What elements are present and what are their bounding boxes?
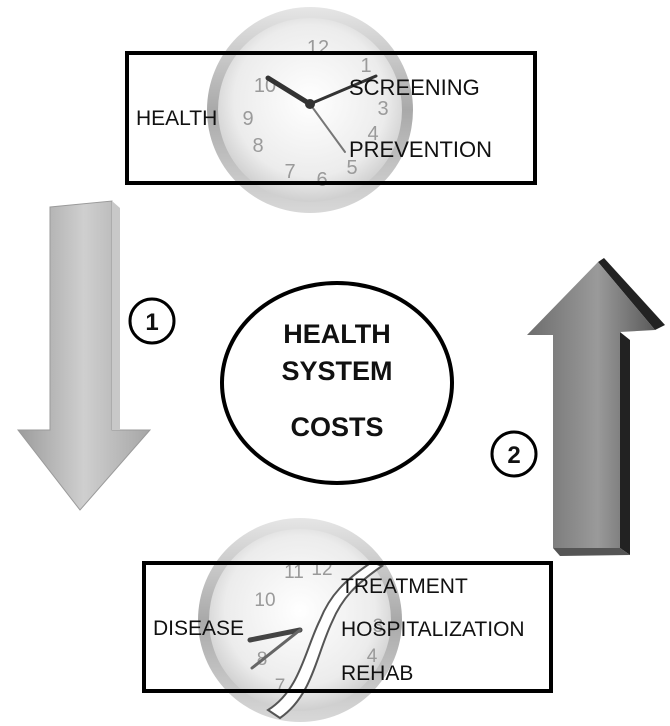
- svg-text:9: 9: [242, 108, 253, 130]
- center-line-3: COSTS: [290, 412, 383, 442]
- bottom-frame: [142, 561, 553, 693]
- top-frame: [125, 51, 537, 185]
- svg-text:5: 5: [346, 157, 357, 179]
- svg-text:7: 7: [275, 676, 286, 697]
- svg-text:3: 3: [377, 98, 388, 120]
- svg-text:6: 6: [316, 169, 327, 191]
- bottom-right-label-3: REHAB: [341, 662, 413, 685]
- svg-text:4: 4: [367, 123, 378, 145]
- down-arrow-icon: [16, 200, 152, 511]
- clock-icon: 12 10 9 8 7 6 5 4 3 1: [207, 7, 413, 213]
- center-circle: HEALTH SYSTEM COSTS: [220, 281, 454, 485]
- svg-text:4: 4: [367, 646, 378, 667]
- bottom-right-label-2: HOSPITALIZATION: [341, 618, 525, 641]
- bottom-left-label: DISEASE: [153, 617, 244, 640]
- center-line-1: HEALTH: [283, 319, 391, 349]
- svg-text:7: 7: [284, 161, 295, 183]
- bottom-right-label-1: TREATMENT: [341, 575, 468, 598]
- svg-text:10: 10: [254, 590, 275, 611]
- top-left-label: HEALTH: [136, 107, 217, 130]
- up-arrow-icon: [527, 258, 665, 556]
- svg-text:11: 11: [284, 562, 304, 583]
- step-marker-2: 2: [490, 430, 538, 478]
- svg-text:2: 2: [507, 442, 520, 469]
- center-line-2: SYSTEM: [281, 356, 392, 386]
- top-right-label-1: SCREENING: [349, 75, 480, 100]
- svg-text:1: 1: [145, 309, 158, 336]
- torn-clock-icon: 11 12 10 8 7 3 4: [198, 518, 402, 722]
- top-right-label-2: PREVENTION: [349, 137, 492, 162]
- svg-text:12: 12: [307, 37, 329, 59]
- svg-text:3: 3: [373, 616, 384, 637]
- svg-text:8: 8: [252, 135, 263, 157]
- svg-text:1: 1: [360, 55, 371, 77]
- step-marker-1: 1: [128, 297, 176, 345]
